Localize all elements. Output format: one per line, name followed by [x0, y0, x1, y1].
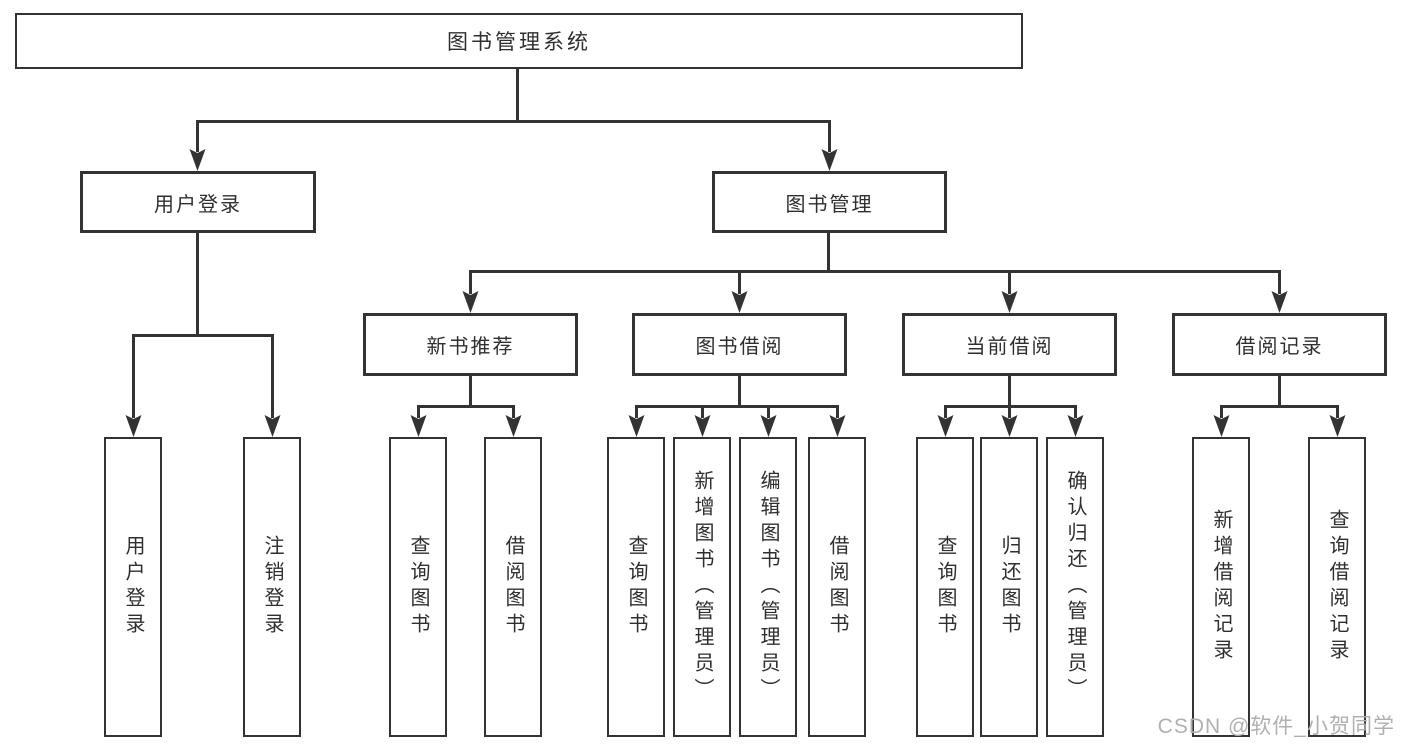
leaf-return-books-label: 归还图书	[998, 535, 1020, 639]
node-new-book-recommendation: 新书推荐	[363, 313, 578, 376]
node-root: 图书管理系统	[15, 13, 1023, 69]
leaf-return-books: 归还图书	[980, 437, 1038, 737]
leaf-add-books-admin-label: 新增图书（管理员）	[691, 470, 713, 704]
leaf-confirm-return-admin-label: 确认归还（管理员）	[1064, 470, 1086, 704]
node-current-borrowing: 当前借阅	[902, 313, 1117, 376]
leaf-query-books-borrow-label: 查询图书	[625, 535, 647, 639]
node-book-borrowing: 图书借阅	[632, 313, 847, 376]
leaf-query-books-borrow: 查询图书	[607, 437, 665, 737]
leaf-confirm-return-admin: 确认归还（管理员）	[1046, 437, 1104, 737]
leaf-query-books-current-label: 查询图书	[934, 535, 956, 639]
node-borrowing-records: 借阅记录	[1172, 313, 1387, 376]
leaf-query-books-recommend: 查询图书	[389, 437, 447, 737]
leaf-logout: 注销登录	[243, 437, 301, 737]
leaf-borrow-books-label: 借阅图书	[826, 535, 848, 639]
leaf-edit-books-admin-label: 编辑图书（管理员）	[757, 470, 779, 704]
leaf-borrow-books-recommend: 借阅图书	[484, 437, 542, 737]
leaf-edit-books-admin: 编辑图书（管理员）	[739, 437, 797, 737]
node-book-management: 图书管理	[712, 171, 947, 233]
leaf-user-login-label: 用户登录	[122, 535, 144, 639]
leaf-add-borrow-record-label: 新增借阅记录	[1210, 509, 1232, 665]
leaf-logout-label: 注销登录	[261, 535, 283, 639]
leaf-query-books-recommend-label: 查询图书	[407, 535, 429, 639]
leaf-add-books-admin: 新增图书（管理员）	[673, 437, 731, 737]
leaf-query-borrow-record-label: 查询借阅记录	[1326, 509, 1348, 665]
leaf-borrow-books: 借阅图书	[808, 437, 866, 737]
csdn-watermark: CSDN @软件_小贺同学	[1157, 715, 1395, 738]
leaf-add-borrow-record: 新增借阅记录	[1192, 437, 1250, 737]
leaf-query-borrow-record: 查询借阅记录	[1308, 437, 1366, 737]
leaf-borrow-books-recommend-label: 借阅图书	[502, 535, 524, 639]
leaf-query-books-current: 查询图书	[916, 437, 974, 737]
leaf-user-login: 用户登录	[104, 437, 162, 737]
node-user-login: 用户登录	[80, 171, 316, 233]
